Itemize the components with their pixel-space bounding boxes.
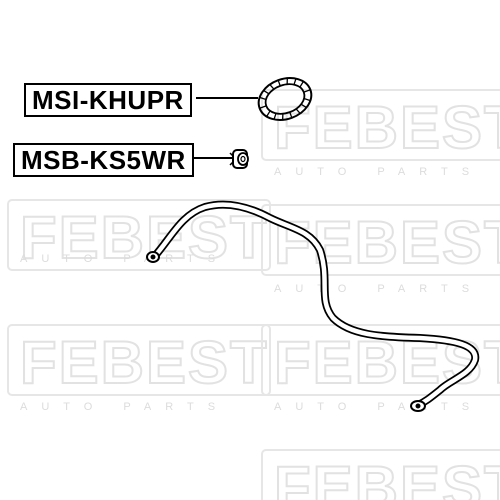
leader-lines	[190, 97, 258, 159]
bar-end-left	[146, 251, 160, 263]
watermark-tagline: AUTO PARTS	[274, 166, 483, 178]
watermark-brand: FEBEST	[274, 94, 500, 161]
part-label-msb-ks5wr: MSB-KS5WR	[13, 143, 194, 177]
part-label-msi-khupr: MSI-KHUPR	[24, 83, 192, 117]
watermark-brand: FEBEST	[274, 454, 500, 500]
watermark-tile: FEBEST	[261, 449, 500, 500]
watermark-brand: FEBEST	[274, 209, 500, 276]
watermark-brand: FEBEST	[20, 204, 269, 271]
watermark-tagline: AUTO PARTS	[20, 253, 229, 265]
watermark-tile: FEBEST	[7, 199, 271, 272]
watermark-tile: FEBEST	[261, 89, 500, 162]
watermark-tagline: AUTO PARTS	[274, 283, 483, 295]
watermark-tagline: AUTO PARTS	[20, 401, 229, 413]
spring-seat-ring-drawing	[257, 77, 313, 121]
stabilizer-bushing-drawing	[229, 149, 249, 169]
watermark-tagline: AUTO PARTS	[274, 401, 483, 413]
watermark-brand: FEBEST	[20, 329, 269, 396]
watermark-tile: FEBEST	[261, 204, 500, 277]
watermark-tile: FEBEST	[7, 324, 271, 397]
stabilizer-bar-drawing	[146, 200, 480, 412]
bar-end-right	[410, 400, 426, 412]
